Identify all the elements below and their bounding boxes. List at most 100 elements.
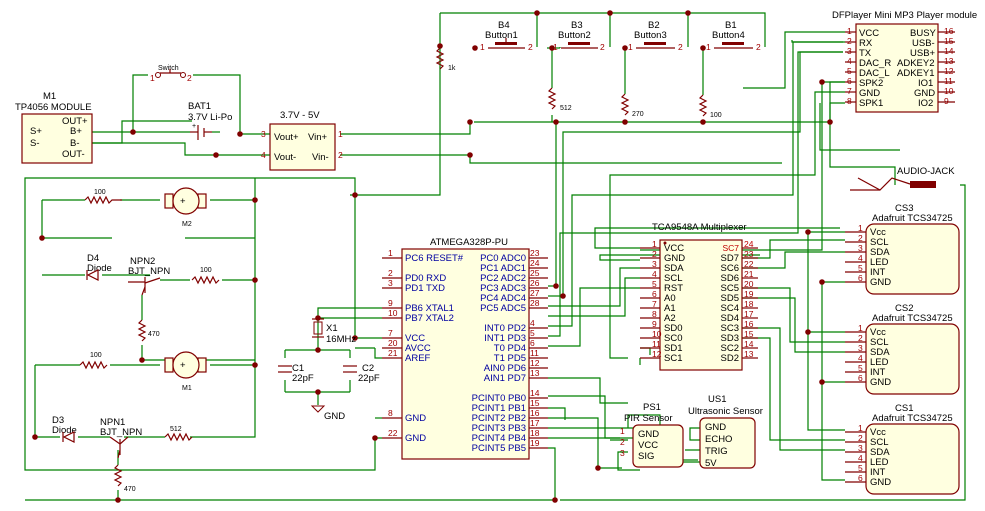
svg-text:4: 4 bbox=[847, 56, 852, 66]
atmega-pin-number: 2 bbox=[388, 268, 393, 278]
battery-ref: BAT1 bbox=[188, 101, 211, 112]
svg-text:VCC: VCC bbox=[859, 28, 879, 39]
atmega-pin-label: PCINT0 PB0 bbox=[472, 393, 526, 404]
atmega-pin-label: AREF bbox=[405, 353, 431, 364]
junctions bbox=[32, 10, 833, 503]
svg-text:1: 1 bbox=[706, 42, 711, 52]
tca-pin-number: 14 bbox=[744, 339, 754, 349]
tca-pin-label: SD0 bbox=[664, 323, 682, 334]
svg-text:DAC_L: DAC_L bbox=[859, 68, 890, 79]
svg-text:2: 2 bbox=[678, 42, 683, 52]
svg-text:1k: 1k bbox=[448, 65, 456, 72]
sensor-pin-label: SCL bbox=[870, 237, 888, 248]
tca-pin-label: SD4 bbox=[721, 313, 739, 324]
atmega-pin-label: PCINT2 PB2 bbox=[472, 413, 526, 424]
atmega-pin-number: 23 bbox=[530, 248, 540, 258]
svg-text:3: 3 bbox=[261, 129, 266, 139]
svg-text:Vout-: Vout- bbox=[274, 152, 296, 163]
switch-label: Switch bbox=[158, 65, 179, 72]
atmega-pin-label: PD1 TXD bbox=[405, 283, 445, 294]
tca-pin-label: SD7 bbox=[721, 253, 739, 264]
atmega-pin-label: INT1 PD3 bbox=[484, 333, 526, 344]
svg-text:ADKEY2: ADKEY2 bbox=[897, 58, 935, 69]
button-2: B3 Button2 1 2 bbox=[553, 20, 605, 52]
sensor-pin-number: 1 bbox=[858, 223, 863, 233]
svg-text:D3: D3 bbox=[52, 415, 64, 426]
tp4056-pin-b-minus: B- bbox=[70, 138, 80, 149]
atmega-pin-label: PCINT3 PB3 bbox=[472, 423, 526, 434]
tca-pin-number: 5 bbox=[652, 279, 657, 289]
svg-text:M1: M1 bbox=[182, 385, 192, 392]
dfplayer-module: DFPlayer Mini MP3 Player module VCC RX T… bbox=[832, 10, 977, 113]
transistor-npn2: NPN2 BJT_NPN bbox=[128, 256, 170, 296]
tca-pin-number: 8 bbox=[652, 309, 657, 319]
svg-text:+: + bbox=[192, 123, 196, 130]
svg-text:4: 4 bbox=[261, 150, 266, 160]
atmega-pin-number: 19 bbox=[530, 438, 540, 448]
svg-text:VCC: VCC bbox=[638, 440, 658, 451]
sensor-pin-label: GND bbox=[870, 277, 891, 288]
sensor-pin-number: 3 bbox=[858, 343, 863, 353]
ultrasonic-sensor: US1 Ultrasonic Sensor GND ECHO TRIG 5V bbox=[688, 394, 763, 469]
sensor-pin-number: 2 bbox=[858, 233, 863, 243]
sensor-pin-label: SDA bbox=[870, 247, 890, 258]
svg-text:PS1: PS1 bbox=[643, 402, 661, 413]
atmega-pin-number: 24 bbox=[530, 258, 540, 268]
color-sensor-cs3: CS3 Adafruit TCS34725 Vcc1SCL2SDA3LED4IN… bbox=[845, 203, 960, 295]
motor-m1: + M1 bbox=[164, 351, 207, 392]
atmega-pin-label: INT0 PD2 bbox=[484, 323, 526, 334]
battery-value: 3.7V Li-Po bbox=[188, 112, 232, 123]
svg-text:DAC_R: DAC_R bbox=[859, 58, 891, 69]
svg-text:1: 1 bbox=[620, 426, 625, 436]
svg-text:Ultrasonic Sensor: Ultrasonic Sensor bbox=[688, 406, 763, 417]
atmega-pin-number: 21 bbox=[388, 348, 398, 358]
tca-pin-number: 12 bbox=[652, 349, 662, 359]
svg-text:IO2: IO2 bbox=[918, 98, 933, 109]
sensor-pin-label: SCL bbox=[870, 337, 888, 348]
pir-sensor: PS1 PIR Sensor GND VCC SIG 1 2 3 bbox=[620, 402, 684, 468]
atmega-pin-number: 12 bbox=[530, 358, 540, 368]
atmega-pin-label: PC3 ADC3 bbox=[480, 283, 526, 294]
svg-text:14: 14 bbox=[944, 46, 954, 56]
sensor-pin-number: 2 bbox=[858, 333, 863, 343]
tca-pin-label: SC6 bbox=[721, 263, 739, 274]
svg-text:2: 2 bbox=[756, 42, 761, 52]
svg-text:+: + bbox=[180, 360, 186, 371]
tca-pin-label: GND bbox=[664, 253, 685, 264]
svg-text:470: 470 bbox=[148, 331, 160, 338]
sensor-pin-label: LED bbox=[870, 457, 889, 468]
atmega-pin-label: PCINT5 PB5 bbox=[472, 443, 526, 454]
tca-pin-label: SC0 bbox=[664, 333, 682, 344]
tca-title: TCA9548A Multiplexer bbox=[652, 222, 747, 233]
atmega-pin-label: PB7 XTAL2 bbox=[405, 313, 454, 324]
tca-pin-label: SC4 bbox=[721, 303, 739, 314]
svg-text:6: 6 bbox=[847, 76, 852, 86]
svg-text:Diode: Diode bbox=[52, 425, 77, 436]
driver-resistors: 100 100 470 100 512 470 bbox=[79, 189, 220, 493]
sensor-pin-label: SDA bbox=[870, 447, 890, 458]
atmega-pin-label: PD0 RXD bbox=[405, 273, 446, 284]
sensor-pin-number: 4 bbox=[858, 453, 863, 463]
boost-converter: 3.7V - 5V Vout+ Vout- Vin+ Vin- 3 4 1 2 bbox=[261, 110, 343, 171]
atmega-pin-number: 15 bbox=[530, 398, 540, 408]
color-sensor-cs1: CS1 Adafruit TCS34725 Vcc1SCL2SDA3LED4IN… bbox=[845, 403, 960, 495]
sensor-pin-number: 5 bbox=[858, 363, 863, 373]
atmega-pin-number: 26 bbox=[530, 278, 540, 288]
atmega-pin-number: 22 bbox=[388, 428, 398, 438]
tca-pin-label: RST bbox=[664, 283, 683, 294]
svg-text:CS2: CS2 bbox=[895, 303, 913, 314]
svg-text:9: 9 bbox=[944, 96, 949, 106]
button-resistors: 512 270 100 bbox=[547, 87, 722, 119]
svg-text:M2: M2 bbox=[182, 221, 192, 228]
tca-pin-label: SC2 bbox=[721, 343, 739, 354]
sensor-pin-label: GND bbox=[870, 477, 891, 488]
sensor-pin-label: SCL bbox=[870, 437, 888, 448]
svg-text:USB-: USB- bbox=[912, 38, 935, 49]
svg-text:Vin-: Vin- bbox=[312, 152, 329, 163]
svg-text:B4: B4 bbox=[498, 20, 510, 31]
atmega-pin-label: GND bbox=[405, 413, 426, 424]
svg-text:ECHO: ECHO bbox=[705, 434, 732, 445]
svg-text:Button4: Button4 bbox=[712, 30, 745, 41]
tp4056-ref: M1 bbox=[43, 91, 56, 102]
svg-text:SPK2: SPK2 bbox=[859, 78, 883, 89]
